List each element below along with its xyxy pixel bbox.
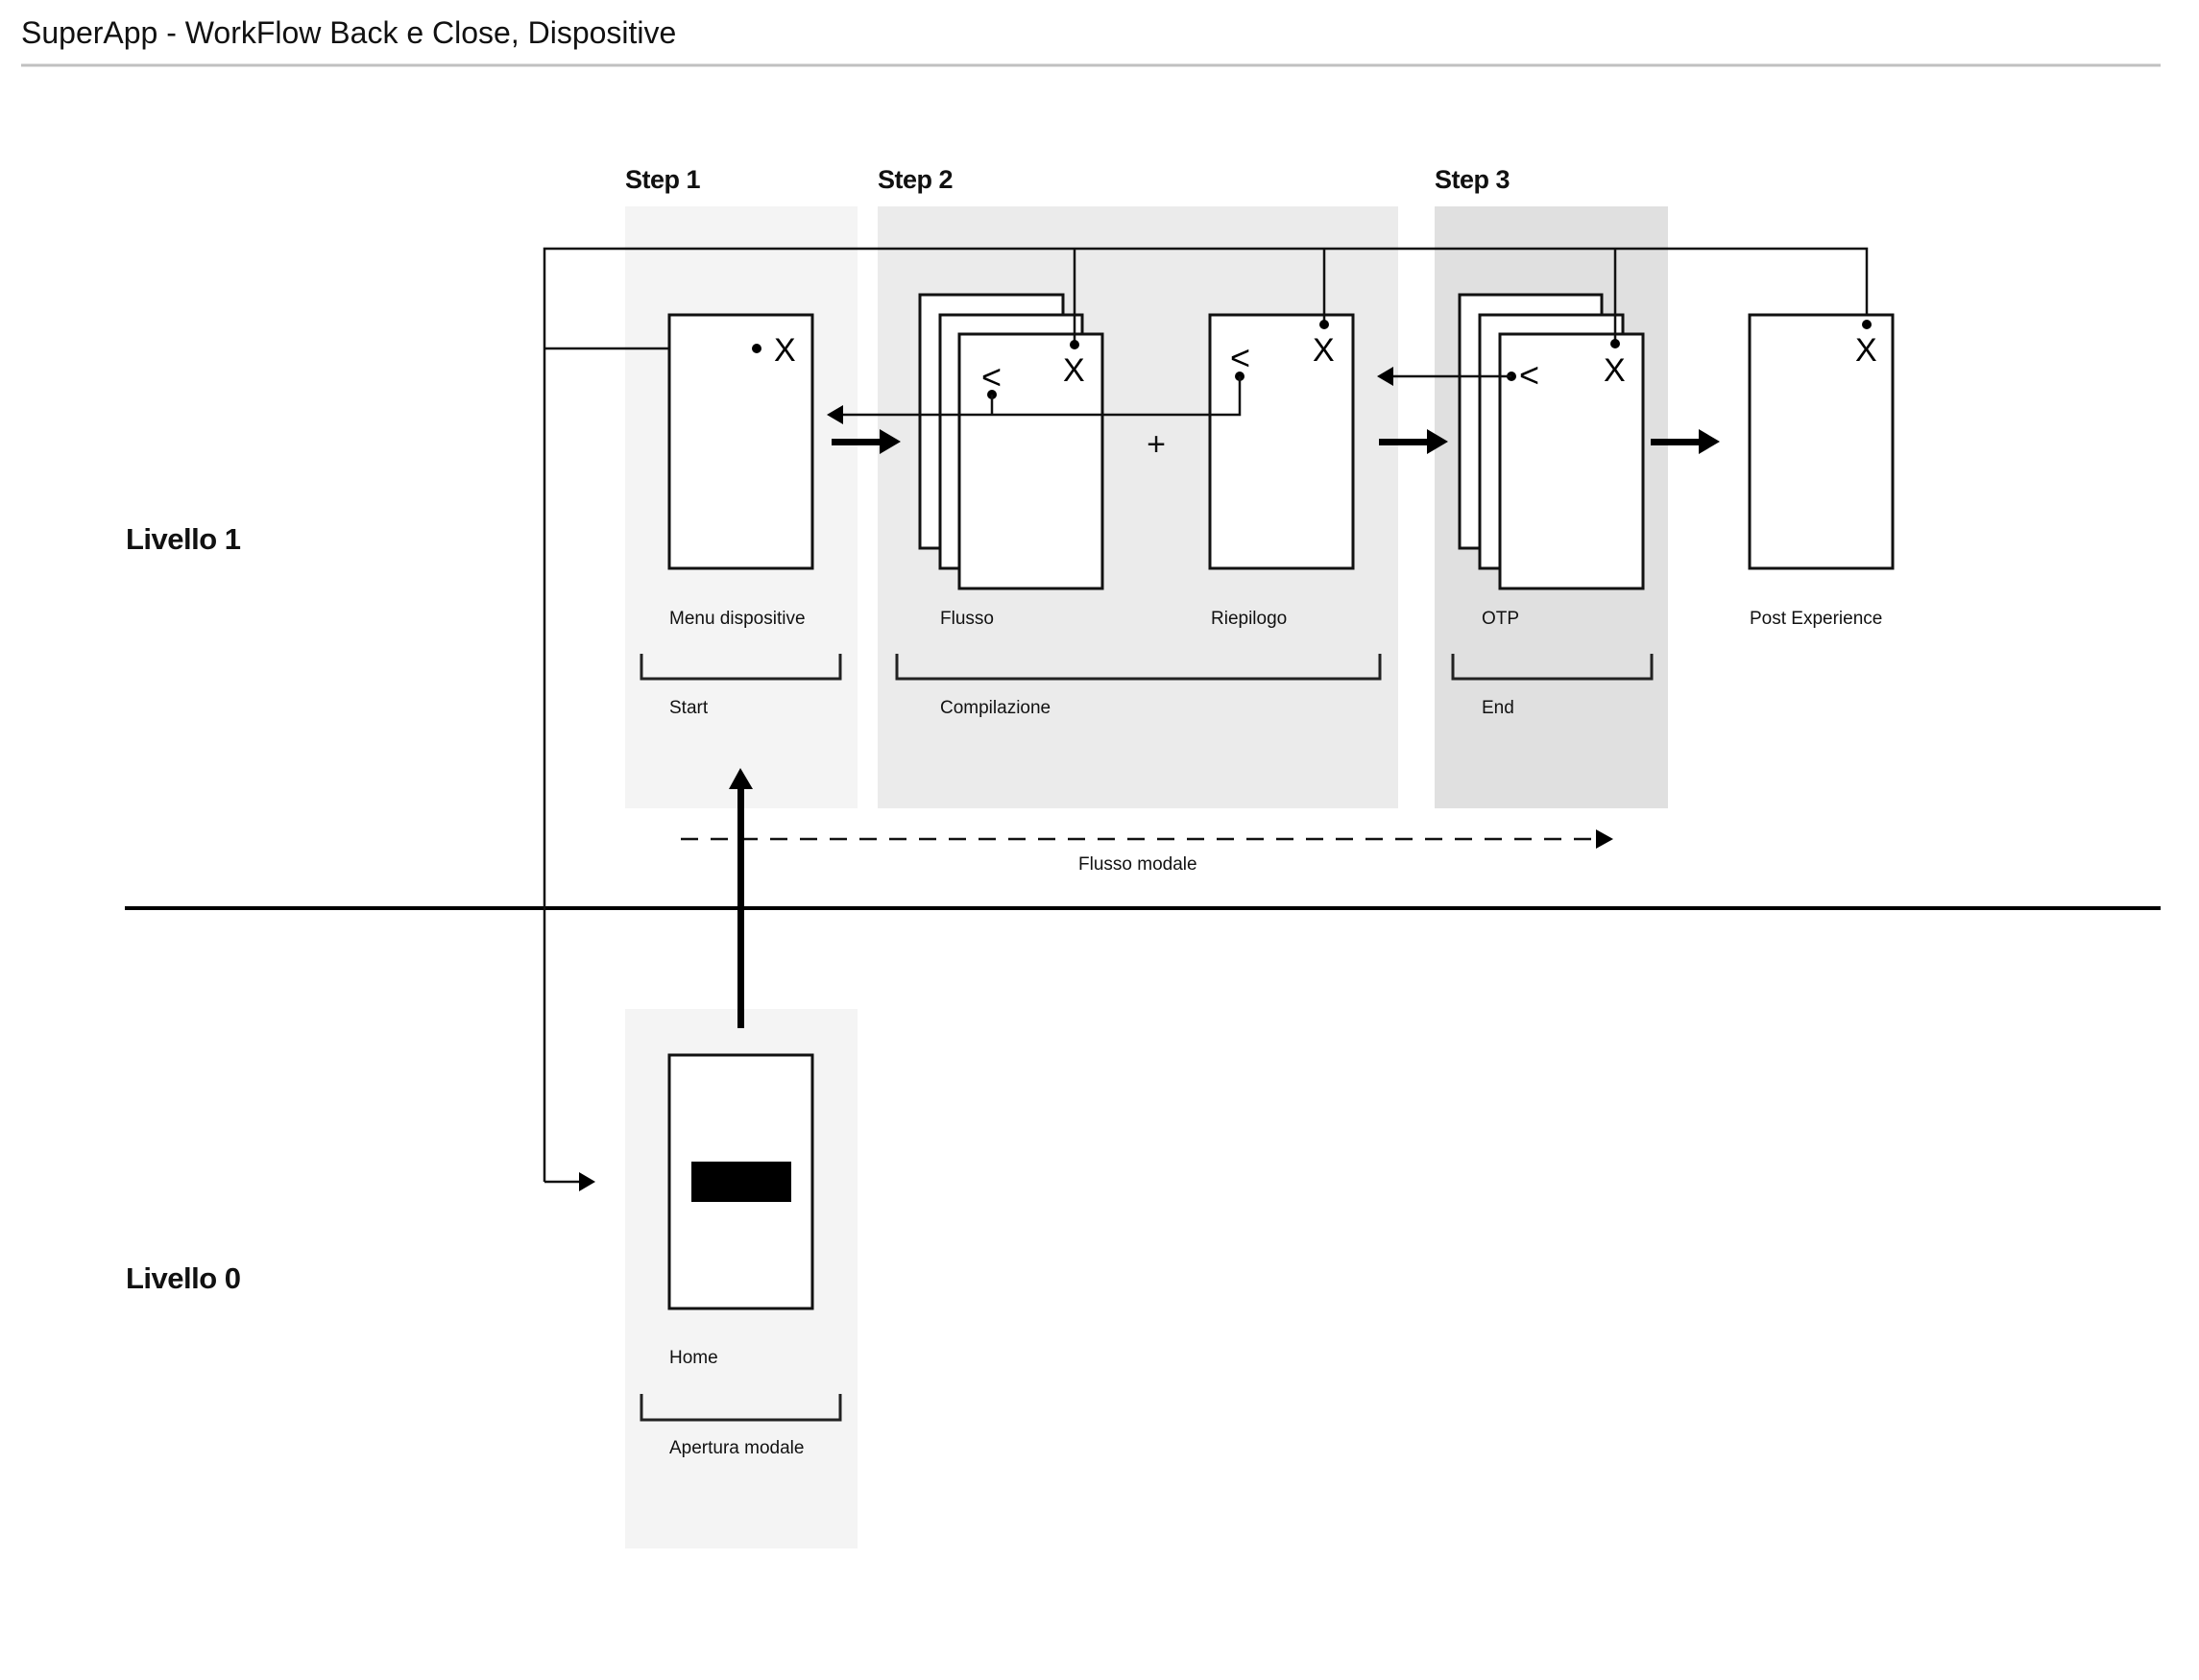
modal-flow-label: Flusso modale bbox=[1078, 854, 1197, 875]
flusso-card-front[interactable] bbox=[957, 332, 1104, 590]
connector-dot bbox=[1319, 320, 1329, 329]
phase-start-label: Start bbox=[669, 698, 709, 718]
open-modal-arrow-shaft bbox=[737, 785, 744, 1028]
menu-screen-card[interactable] bbox=[667, 313, 814, 570]
back-connector-to-menu bbox=[840, 376, 1242, 417]
connector-dot bbox=[752, 344, 761, 353]
open-modal-arrowhead bbox=[729, 768, 753, 789]
riepilogo-screen-card[interactable] bbox=[1208, 313, 1355, 570]
back-icon[interactable]: < bbox=[1519, 355, 1539, 395]
riepilogo-screen-label: Riepilogo bbox=[1211, 609, 1287, 629]
forward-arrow bbox=[1651, 429, 1720, 454]
post-experience-screen-label: Post Experience bbox=[1750, 609, 1882, 629]
plus-icon: + bbox=[1147, 426, 1166, 463]
apertura-bracket bbox=[640, 1394, 842, 1422]
close-icon[interactable]: X bbox=[774, 332, 796, 369]
otp-card-front[interactable] bbox=[1498, 332, 1645, 590]
close-icon[interactable]: X bbox=[1063, 352, 1085, 389]
flusso-screen-stack[interactable] bbox=[918, 293, 1104, 590]
home-entry-button[interactable] bbox=[691, 1162, 791, 1202]
close-icon[interactable]: X bbox=[1313, 332, 1335, 369]
forward-arrow bbox=[1379, 429, 1448, 454]
connector-dot bbox=[1070, 340, 1079, 349]
phase-apertura-label: Apertura modale bbox=[669, 1438, 804, 1458]
connector-dot bbox=[1862, 320, 1872, 329]
post-experience-screen-card[interactable] bbox=[1748, 313, 1895, 570]
flusso-screen-label: Flusso bbox=[940, 609, 994, 629]
connector-dot bbox=[1610, 339, 1620, 348]
otp-screen-stack[interactable] bbox=[1458, 293, 1645, 590]
menu-screen-label: Menu dispositive bbox=[669, 609, 806, 629]
start-bracket bbox=[640, 654, 842, 681]
forward-arrow bbox=[832, 429, 901, 454]
menu-screen[interactable]: X bbox=[667, 313, 814, 570]
back-icon[interactable]: < bbox=[981, 357, 1002, 396]
end-bracket bbox=[1451, 654, 1654, 681]
compilazione-bracket bbox=[895, 654, 1382, 681]
level-0-label: Livello 0 bbox=[126, 1261, 241, 1295]
otp-screen-label: OTP bbox=[1482, 609, 1519, 629]
phase-compilazione-label: Compilazione bbox=[940, 698, 1051, 718]
home-screen-label: Home bbox=[669, 1348, 718, 1368]
back-icon[interactable]: < bbox=[1230, 338, 1250, 377]
close-loop-connector bbox=[543, 247, 1869, 1182]
close-icon[interactable]: X bbox=[1604, 352, 1626, 389]
arrow-back-to-menu bbox=[827, 405, 843, 424]
page-title: SuperApp - WorkFlow Back e Close, Dispos… bbox=[21, 15, 676, 50]
modal-flow-arrowhead bbox=[1596, 829, 1613, 849]
step-1-label: Step 1 bbox=[625, 165, 701, 194]
arrow-to-home bbox=[579, 1172, 595, 1191]
step-2-label: Step 2 bbox=[878, 165, 953, 194]
close-icon[interactable]: X bbox=[1855, 332, 1877, 369]
phase-end-label: End bbox=[1482, 698, 1514, 718]
level-1-label: Livello 1 bbox=[126, 522, 241, 556]
arrow-back-to-riepilogo bbox=[1377, 367, 1393, 386]
step-3-label: Step 3 bbox=[1435, 165, 1510, 194]
